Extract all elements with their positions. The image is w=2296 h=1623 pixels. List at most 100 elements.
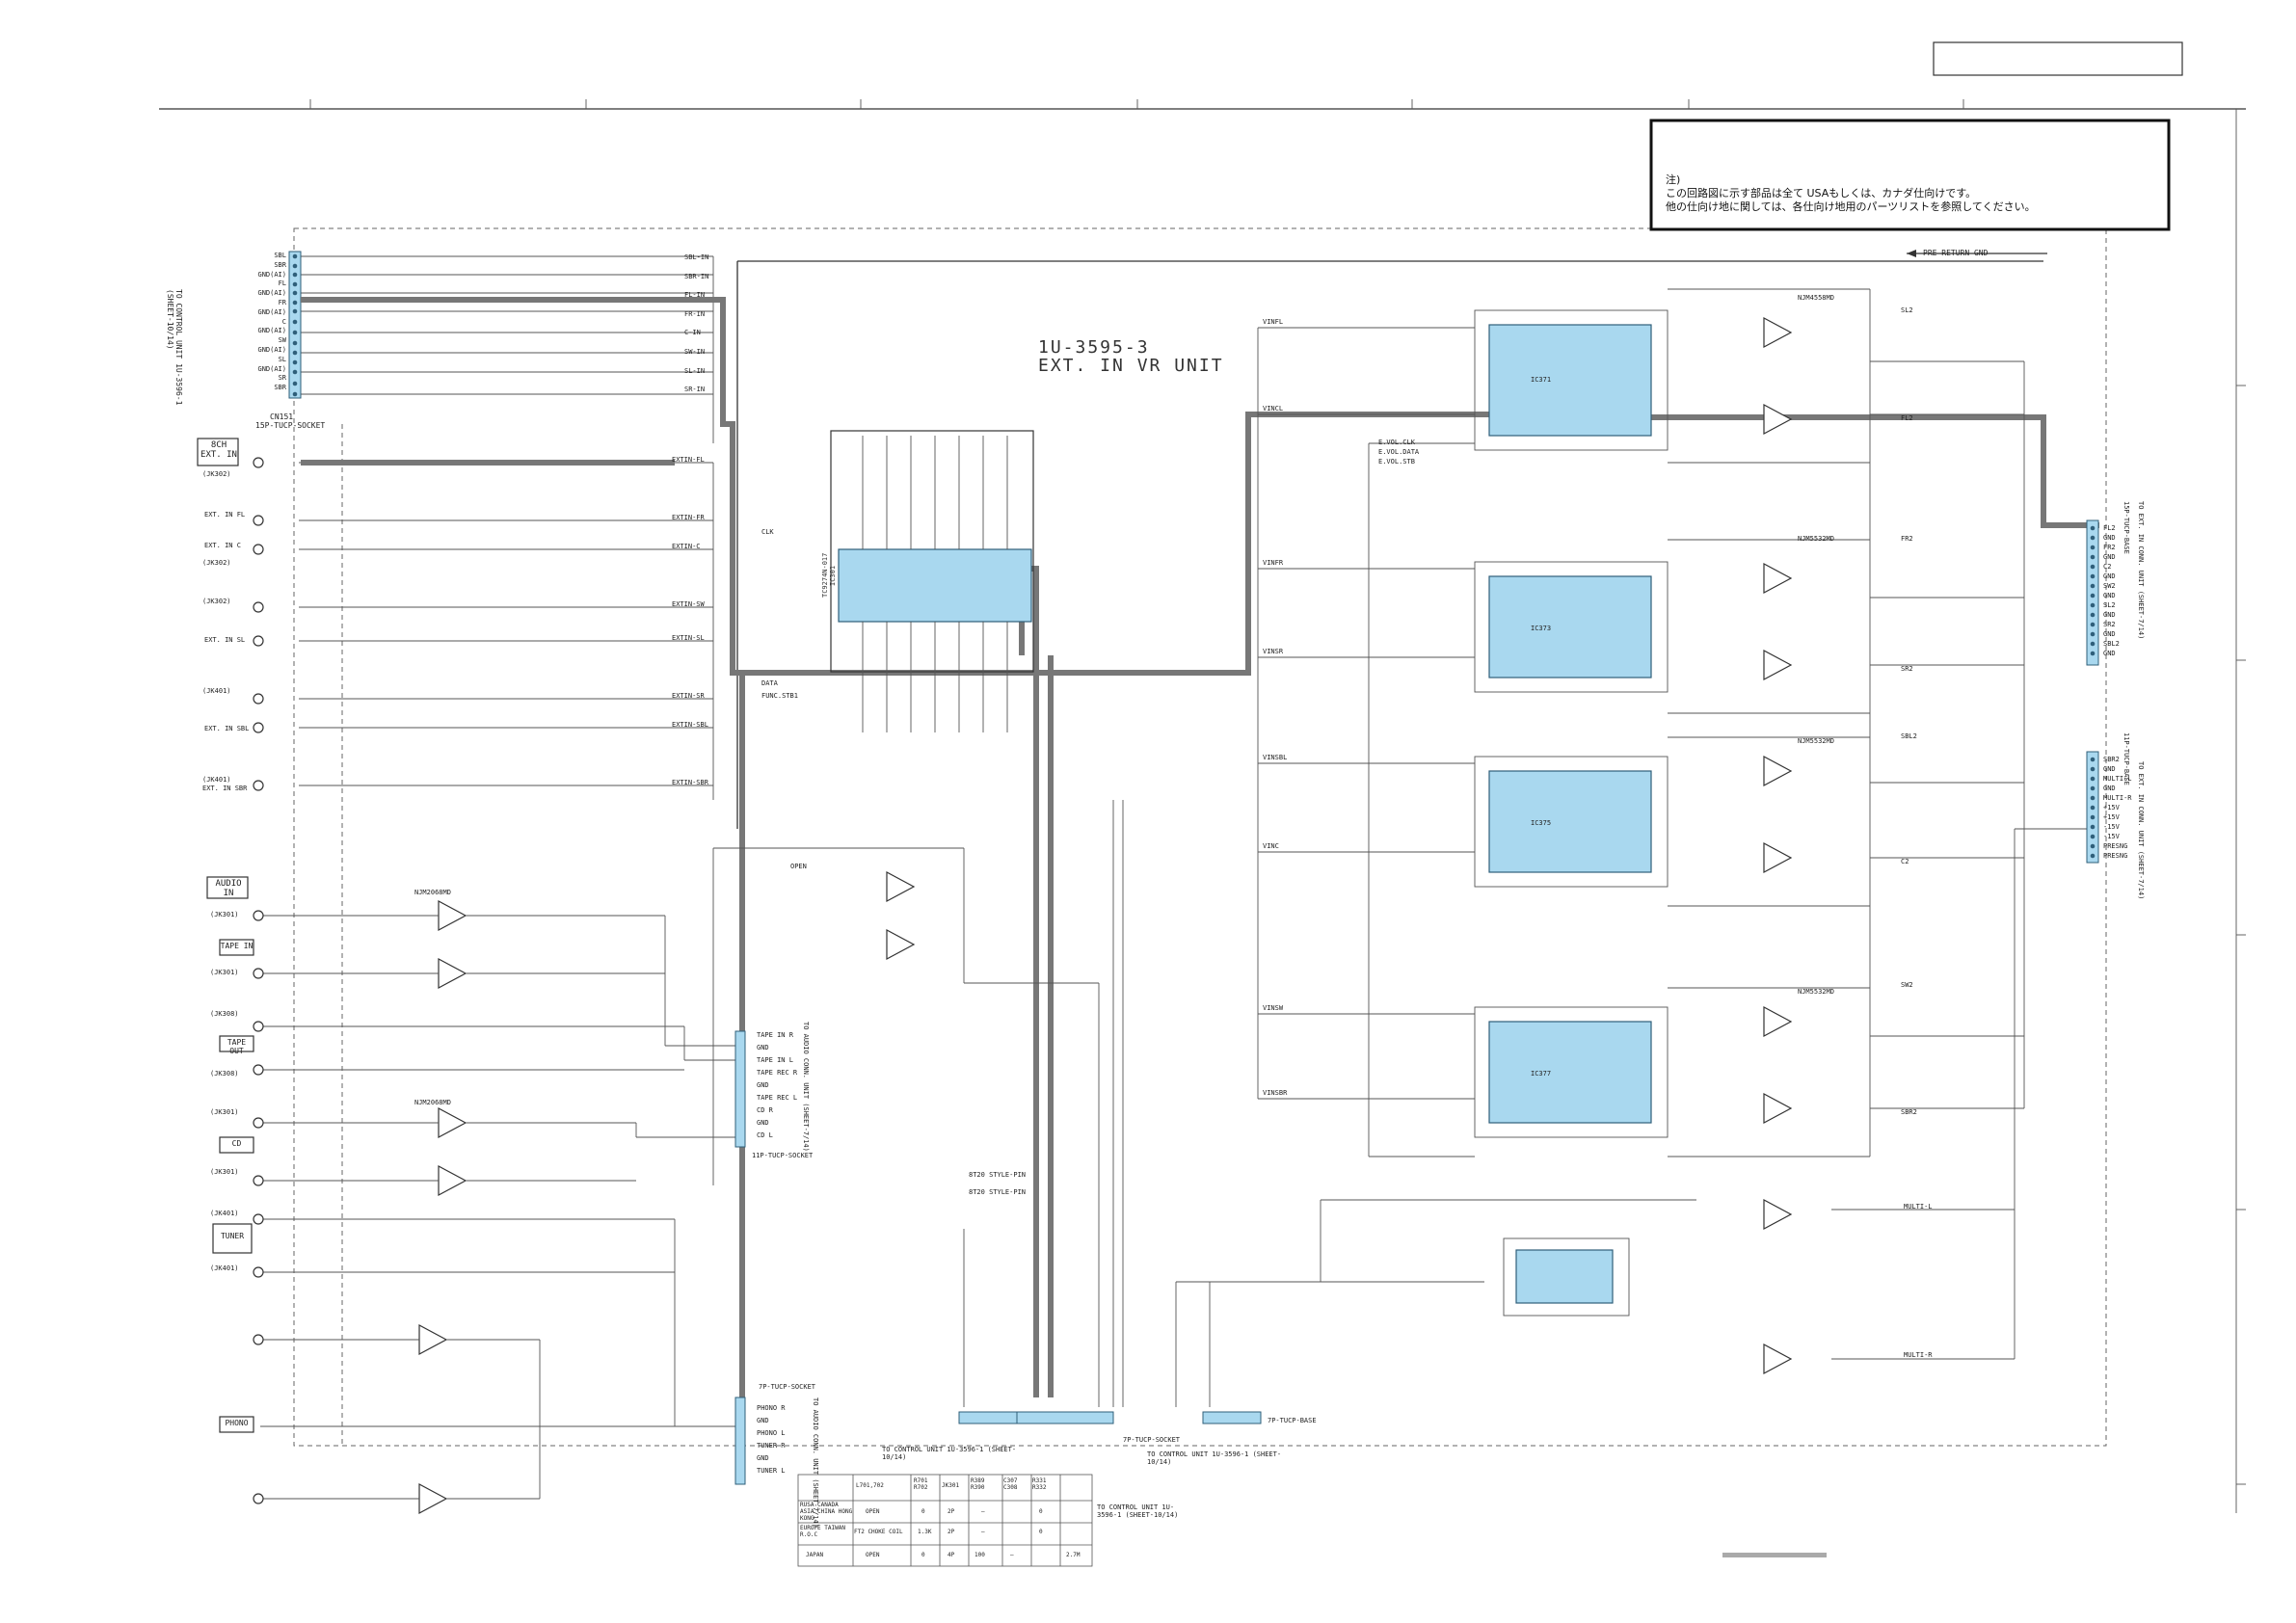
cn151-id: CN151	[270, 412, 294, 421]
ext-line-label: EXTIN-FL	[672, 456, 705, 464]
cn151-pin: SR	[278, 374, 286, 383]
cn151-destination: TO CONTROL UNIT 1U-3596-1 (SHEET-10/14)	[166, 289, 183, 406]
table-destination: TO CONTROL UNIT 1U-3596-1 (SHEET-10/14)	[1097, 1503, 1179, 1519]
vin-label: VINSW	[1263, 1004, 1284, 1012]
pre-return-label: PRE RETURN GND	[1923, 249, 1989, 257]
audio-jack-label: (JK301)	[210, 911, 239, 918]
ext-line-label: EXTIN-SL	[672, 634, 705, 642]
table-header: L701,702	[856, 1482, 884, 1489]
table-cell: 0	[1039, 1529, 1043, 1535]
signal-label: C-IN	[684, 329, 701, 337]
reference-box	[1933, 41, 2183, 76]
jack-name: EXT. IN SBL	[204, 725, 250, 732]
table-cell: —	[1010, 1552, 1014, 1558]
misc-label: MULTI-L	[1904, 1203, 1933, 1211]
vol-ic-group	[1488, 324, 1652, 1304]
table-cell: FT2 CHOKE COIL	[854, 1529, 903, 1535]
misc-label: E.VOL.CLK	[1378, 439, 1415, 446]
ext-line-label: EXTIN-SR	[672, 692, 705, 700]
cn151-pin: SBR	[274, 384, 286, 392]
vout-label: FR2	[1901, 535, 1913, 543]
vout-label: SL2	[1901, 306, 1913, 314]
vout-label: C2	[1901, 858, 1909, 865]
center-ic-part: TC9274N-017	[821, 553, 829, 598]
jack-label: (JK302)	[202, 559, 231, 567]
cn078-pin-list: PHONO R GND PHONO L TUNER R GND TUNER L	[757, 1402, 786, 1477]
cn114-pin: +15V	[2103, 813, 2120, 821]
vin-label: VINSR	[1263, 648, 1284, 655]
vin-label: VINSBR	[1263, 1089, 1288, 1097]
cn114-pin: +15V	[2103, 804, 2120, 812]
cn151-pin: GND(AI)	[257, 307, 286, 316]
vout-label: SR2	[1901, 665, 1913, 673]
cn113-pin: FL2	[2103, 524, 2116, 532]
table-cell: OPEN	[866, 1508, 880, 1515]
vol-ic-4	[1488, 1021, 1652, 1124]
cn112-pin: GND	[757, 1119, 769, 1127]
connector-bottom-3	[1202, 1411, 1262, 1424]
note-line-3: 他の仕向け地に関しては、各仕向け地用のパーツリストを参照してください。	[1666, 200, 2036, 213]
unit-subtitle: EXT. IN VR UNIT	[1038, 356, 1224, 376]
cn151-pin: SBL	[274, 252, 286, 259]
cn113-pin: SL2	[2103, 601, 2116, 609]
cn114-pin: -15V	[2103, 823, 2120, 831]
cn112-pin: TAPE REC L	[757, 1094, 798, 1102]
cn151-pin: GND(AI)	[257, 364, 286, 373]
cn151-pin-list: SBL SBR GND(AI) FL GND(AI) FR GND(AI) C …	[246, 252, 286, 393]
cn112-pin: GND	[757, 1044, 769, 1051]
cn078-pin: PHONO R	[757, 1404, 786, 1412]
ext-line-label: EXTIN-C	[672, 543, 701, 550]
cn078-type: 7P-TUCP-SOCKET	[759, 1383, 816, 1391]
opamp-part: NJM4558MD	[1798, 294, 1834, 302]
note-box	[1649, 119, 2171, 231]
table-cell: JAPAN	[806, 1552, 824, 1558]
cn113-type: 15P-TUCP-BASE	[2122, 501, 2130, 554]
signal-label: SL-IN	[684, 366, 706, 375]
table-cell: 1.3K	[918, 1529, 932, 1535]
opamp-part: NJM5532MD	[1798, 737, 1834, 745]
bottom-connector-2-type: 7P-TUCP-BASE	[1268, 1417, 1317, 1424]
cn078-pin: TUNER L	[757, 1467, 786, 1475]
ext-line-label: EXTIN-SBR	[672, 779, 708, 786]
opamp-part: NJM5532MD	[1798, 988, 1834, 996]
table-cell: 2P	[948, 1529, 955, 1535]
bottom-connector-1-destination: TO CONTROL UNIT 1U-3596-1 (SHEET-10/14)	[882, 1446, 1017, 1461]
vout-label: FL2	[1901, 414, 1913, 422]
cn114-pin: MULTI-R	[2103, 794, 2132, 802]
vout-label: SW2	[1901, 981, 1913, 989]
cn078-pin: PHONO L	[757, 1429, 786, 1437]
jack-name: EXT. IN SBR	[202, 785, 248, 792]
multi-ic	[1515, 1249, 1614, 1304]
cn151-pin: FL	[278, 279, 286, 288]
cn113-pin: C2	[2103, 563, 2112, 571]
vol-ic-id: IC371	[1531, 376, 1552, 384]
vol-ic-2	[1488, 575, 1652, 678]
section-tape-in: TAPE IN	[220, 942, 254, 950]
table-header: R701 R702	[914, 1477, 928, 1491]
section-tuner: TUNER	[220, 1232, 245, 1240]
cn114-pin: PRESNG	[2103, 842, 2128, 850]
opamp-part: NJM2068MD	[414, 1099, 451, 1106]
jack-name: EXT. IN C	[204, 542, 241, 549]
note-text: 注) この回路図に示す部品は全て USAもしくは、カナダ仕向けです。 他の仕向け…	[1666, 173, 2036, 214]
ext-line-label: EXTIN-FR	[672, 514, 705, 521]
table-cell: —	[981, 1529, 985, 1535]
signal-label: SBR-IN	[684, 272, 709, 280]
bottom-connector-1-type: 7P-TUCP-SOCKET	[1123, 1436, 1181, 1444]
audio-jack-label: (JK401)	[210, 1210, 239, 1217]
center-ic-id: IC301	[829, 566, 837, 586]
section-audio-in: AUDIO IN	[215, 879, 242, 898]
table-cell: OPEN	[866, 1552, 880, 1558]
cn112-pin: TAPE IN R	[757, 1031, 793, 1039]
vol-ic-id: IC373	[1531, 625, 1552, 632]
cn151-pin: SW	[278, 336, 286, 345]
audio-jack-label: (JK308)	[210, 1070, 239, 1078]
note-line-2: この回路図に示す部品は全て USAもしくは、カナダ仕向けです。	[1666, 187, 1977, 200]
center-ic-body	[838, 548, 1032, 623]
opamps-left	[418, 870, 916, 1515]
vin-label: VINFR	[1263, 559, 1284, 567]
cn113-pin: GND	[2103, 611, 2116, 619]
table-cell: 0	[921, 1508, 925, 1515]
connector-cn078	[734, 1397, 746, 1485]
cn114-pin: GND	[2103, 785, 2116, 792]
